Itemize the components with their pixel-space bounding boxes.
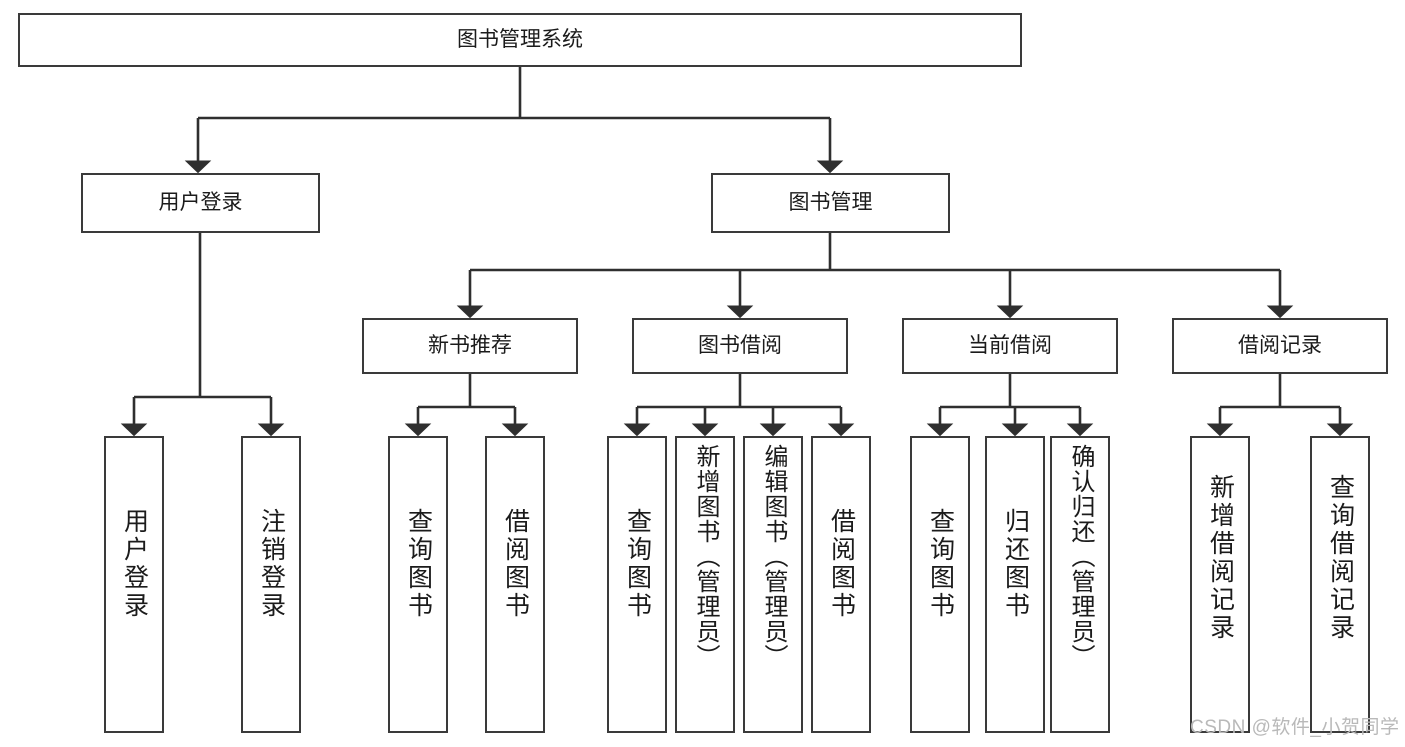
node-leaf-query-book-3-label: 查询图书 bbox=[926, 508, 955, 620]
node-leaf-query-record-label: 查询借阅记录 bbox=[1326, 474, 1355, 642]
node-leaf-borrow-book-2-label: 借阅图书 bbox=[827, 508, 856, 620]
node-leaf-logout-label: 注销登录 bbox=[257, 508, 286, 620]
node-borrow-record-label: 借阅记录 bbox=[1238, 333, 1322, 357]
csdn-watermark: CSDN @软件_小贺同学 bbox=[1190, 717, 1400, 738]
node-leaf-return-book[interactable]: 归还图书 bbox=[985, 436, 1045, 733]
node-leaf-confirm-return-label: 确认归还（管理员） bbox=[1067, 444, 1094, 669]
node-book-manage-label: 图书管理 bbox=[788, 190, 873, 214]
node-leaf-borrow-book-2[interactable]: 借阅图书 bbox=[811, 436, 871, 733]
node-borrow-record[interactable]: 借阅记录 bbox=[1172, 318, 1388, 374]
node-leaf-add-book[interactable]: 新增图书（管理员） bbox=[675, 436, 735, 733]
node-leaf-borrow-book-1-label: 借阅图书 bbox=[501, 508, 530, 620]
node-new-book-rec[interactable]: 新书推荐 bbox=[362, 318, 578, 374]
node-root[interactable]: 图书管理系统 bbox=[18, 13, 1022, 67]
node-user-login[interactable]: 用户登录 bbox=[81, 173, 320, 233]
node-leaf-query-book-1[interactable]: 查询图书 bbox=[388, 436, 448, 733]
node-leaf-query-book-1-label: 查询图书 bbox=[404, 508, 433, 620]
node-leaf-query-book-2[interactable]: 查询图书 bbox=[607, 436, 667, 733]
node-book-borrow-label: 图书借阅 bbox=[698, 333, 782, 357]
node-current-borrow-label: 当前借阅 bbox=[968, 333, 1052, 357]
node-leaf-user-login[interactable]: 用户登录 bbox=[104, 436, 164, 733]
node-leaf-query-book-2-label: 查询图书 bbox=[623, 508, 652, 620]
node-book-manage[interactable]: 图书管理 bbox=[711, 173, 950, 233]
node-root-label: 图书管理系统 bbox=[457, 27, 583, 51]
node-leaf-query-book-3[interactable]: 查询图书 bbox=[910, 436, 970, 733]
node-leaf-add-book-label: 新增图书（管理员） bbox=[692, 444, 719, 669]
node-book-borrow[interactable]: 图书借阅 bbox=[632, 318, 848, 374]
node-leaf-borrow-book-1[interactable]: 借阅图书 bbox=[485, 436, 545, 733]
node-leaf-edit-book[interactable]: 编辑图书（管理员） bbox=[743, 436, 803, 733]
node-leaf-confirm-return[interactable]: 确认归还（管理员） bbox=[1050, 436, 1110, 733]
node-leaf-return-book-label: 归还图书 bbox=[1001, 508, 1030, 620]
node-leaf-add-record[interactable]: 新增借阅记录 bbox=[1190, 436, 1250, 733]
node-leaf-user-login-label: 用户登录 bbox=[120, 508, 149, 620]
node-leaf-logout[interactable]: 注销登录 bbox=[241, 436, 301, 733]
node-leaf-add-record-label: 新增借阅记录 bbox=[1206, 474, 1235, 642]
node-user-login-label: 用户登录 bbox=[158, 190, 243, 214]
node-leaf-edit-book-label: 编辑图书（管理员） bbox=[760, 444, 787, 669]
node-new-book-rec-label: 新书推荐 bbox=[428, 333, 512, 357]
node-current-borrow[interactable]: 当前借阅 bbox=[902, 318, 1118, 374]
node-leaf-query-record[interactable]: 查询借阅记录 bbox=[1310, 436, 1370, 733]
